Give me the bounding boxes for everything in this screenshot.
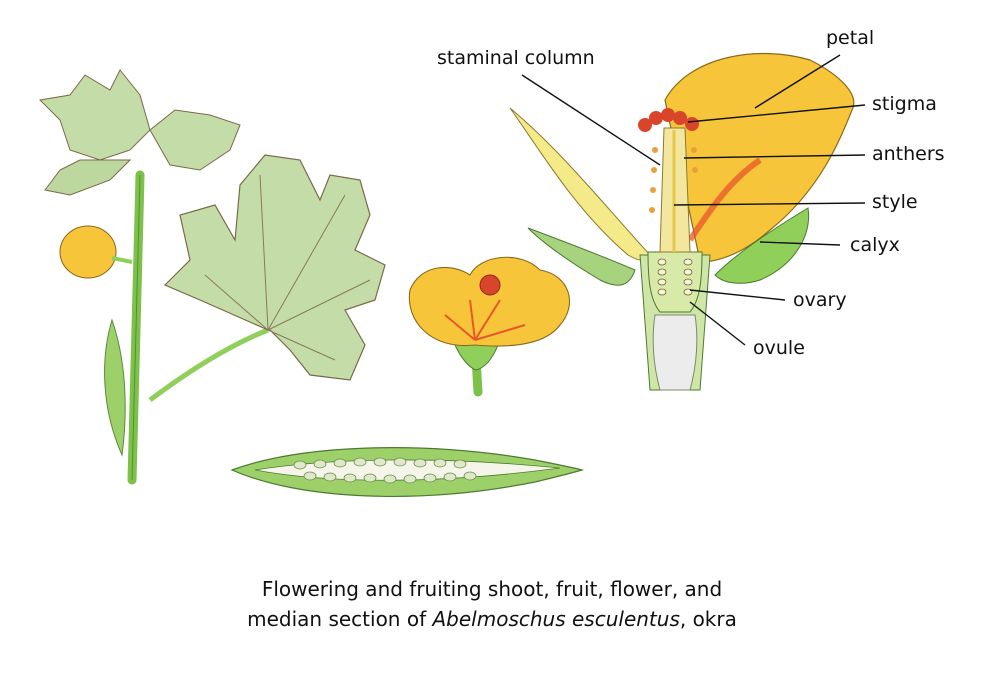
bud-stalk	[111, 256, 133, 264]
leader-lines	[521, 54, 866, 346]
flowering-shoot	[38, 69, 386, 485]
flower	[408, 256, 570, 397]
fruit-section	[230, 447, 585, 497]
leader-calyx	[759, 241, 841, 246]
section-ovules	[657, 258, 693, 296]
leader-stigma	[687, 104, 866, 123]
leader-ovule	[689, 301, 746, 346]
section-anthers	[649, 147, 698, 213]
caption-line-2-suffix: , okra	[679, 607, 737, 631]
leader-ovary	[689, 289, 786, 301]
figure-caption: Flowering and fruiting shoot, fruit, flo…	[0, 574, 984, 634]
section-stigma	[638, 108, 699, 132]
section-ovary	[647, 251, 703, 313]
leader-staminal-column	[521, 74, 661, 166]
flower-bud	[59, 225, 117, 279]
label-petal: petal	[826, 27, 875, 49]
label-style: style	[872, 191, 918, 213]
caption-species-name: Abelmoschus esculentus	[432, 607, 680, 631]
caption-line-1: Flowering and fruiting shoot, fruit, flo…	[261, 577, 723, 601]
section-right-calyx	[714, 207, 810, 284]
label-ovary: ovary	[793, 289, 847, 311]
median-section	[509, 52, 855, 391]
flower-stigma	[479, 274, 501, 296]
label-anthers: anthers	[872, 143, 945, 165]
caption-line-2: median section of Abelmoschus esculentus…	[0, 604, 984, 634]
top-leaf-right	[149, 109, 241, 171]
leaf-veins	[204, 174, 371, 361]
caption-line-2-prefix: median section of	[247, 607, 433, 631]
leader-style	[673, 202, 866, 206]
top-leaf-lower	[44, 159, 132, 196]
petal-base-streaks	[444, 299, 526, 341]
label-ovule: ovule	[753, 337, 805, 359]
section-pith	[652, 314, 698, 391]
top-leaf-left	[38, 69, 151, 161]
leader-anthers	[683, 154, 866, 159]
label-staminal-column: staminal column	[437, 47, 595, 69]
flower-calyx	[454, 344, 499, 371]
palmate-leaf	[163, 154, 386, 381]
petal-red-base	[687, 157, 762, 242]
section-left-petal	[509, 107, 651, 261]
flower-petals	[408, 256, 570, 347]
petiole	[148, 327, 269, 403]
shoot-stem-outline	[131, 174, 141, 481]
leader-petal	[754, 54, 841, 109]
shoot-pod	[104, 318, 126, 457]
section-left-calyx	[527, 227, 636, 286]
label-stigma: stigma	[872, 93, 937, 115]
label-calyx: calyx	[850, 234, 900, 256]
fruit-seeds	[293, 457, 477, 484]
